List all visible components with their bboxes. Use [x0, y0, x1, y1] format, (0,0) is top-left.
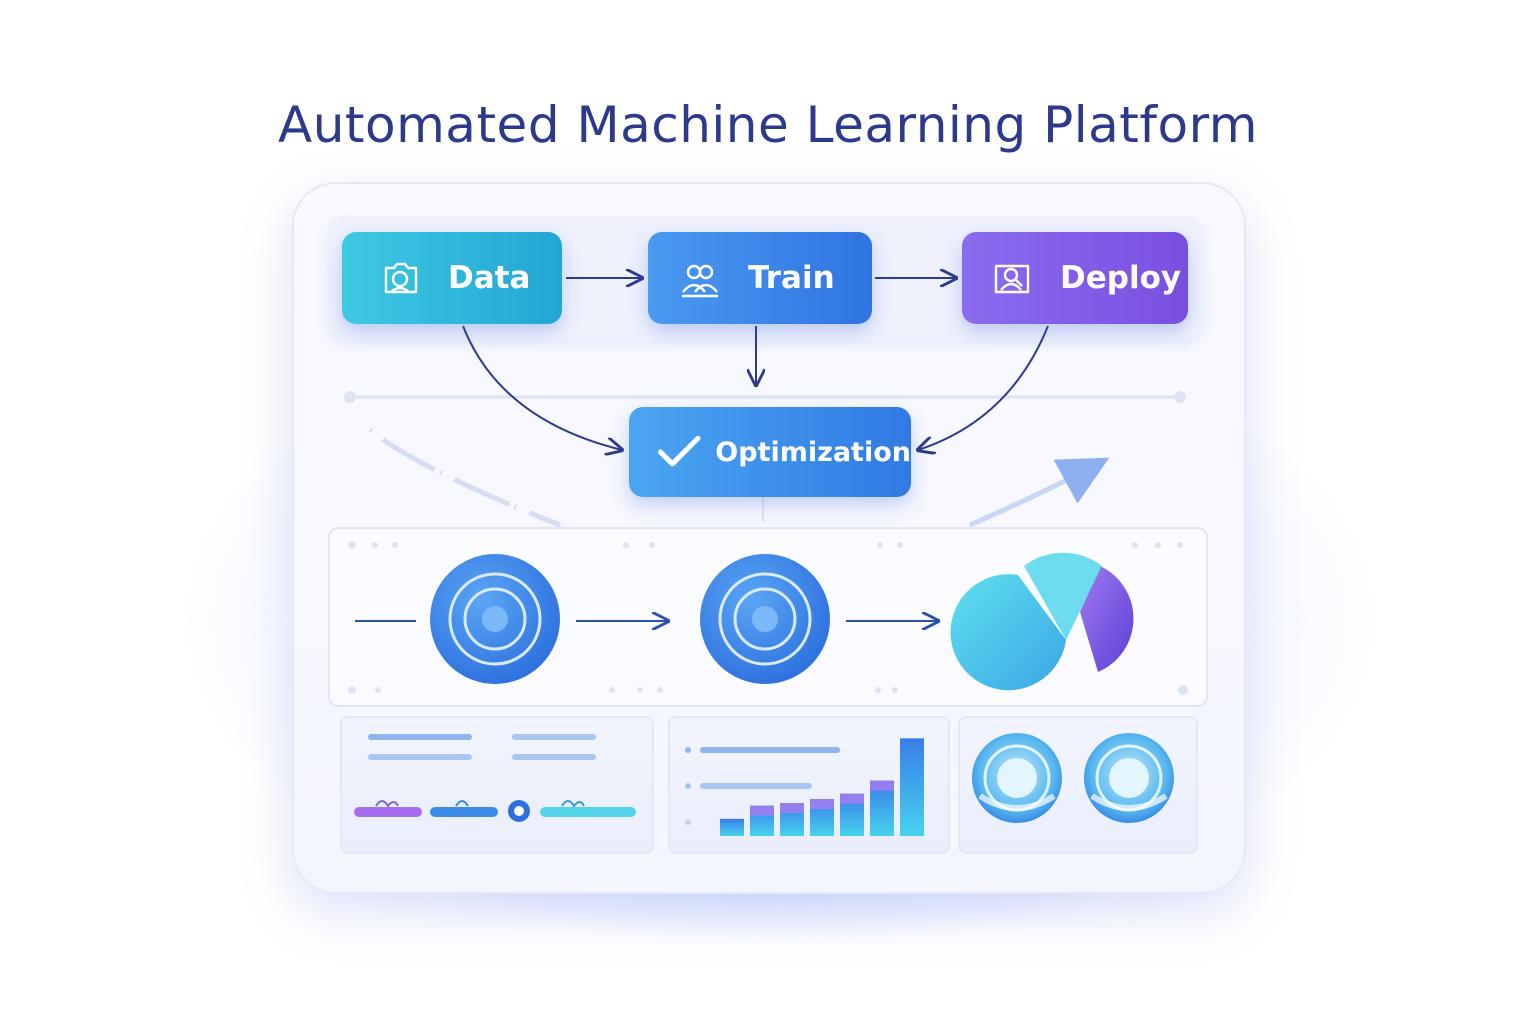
train-node[interactable]: Train — [648, 232, 872, 324]
train-node-label: Train — [748, 260, 835, 296]
sweep-right — [968, 457, 1110, 528]
bar — [720, 818, 744, 836]
gauge-icon — [972, 733, 1062, 823]
bar-cap — [870, 780, 894, 791]
bar — [900, 738, 924, 836]
arrow-data-opt — [462, 325, 622, 450]
bar-cap — [750, 805, 774, 816]
bar-cap — [810, 799, 834, 810]
target-icon — [700, 554, 830, 684]
slider-row — [354, 800, 636, 822]
optimization-node[interactable]: Optimization — [629, 407, 911, 497]
camera-search-icon — [384, 262, 418, 294]
optimization-node-label: Optimization — [715, 436, 911, 468]
arrow-deploy-opt — [918, 325, 1049, 450]
bar-chart — [720, 738, 924, 836]
page-title: Automated Machine Learning Platform — [278, 96, 1258, 154]
metrics-lines — [368, 734, 596, 760]
scatter-dots — [348, 541, 1188, 695]
chart-legend-lines — [685, 747, 840, 825]
user-search-icon — [994, 264, 1030, 294]
guide-dot-right — [1174, 391, 1186, 403]
gauge-icon — [1084, 733, 1174, 823]
guide-dot-left — [344, 391, 356, 403]
pie-chart-icon — [950, 552, 1134, 691]
sweep-left — [368, 428, 561, 528]
bar-cap — [780, 803, 804, 813]
deploy-node-label: Deploy — [1060, 260, 1182, 296]
data-node-label: Data — [448, 260, 531, 296]
checkmark-icon — [657, 435, 701, 467]
data-node[interactable]: Data — [342, 232, 562, 324]
target-icon — [430, 554, 560, 684]
bar-cap — [840, 793, 864, 804]
users-icon — [682, 264, 718, 298]
deploy-node[interactable]: Deploy — [962, 232, 1188, 324]
